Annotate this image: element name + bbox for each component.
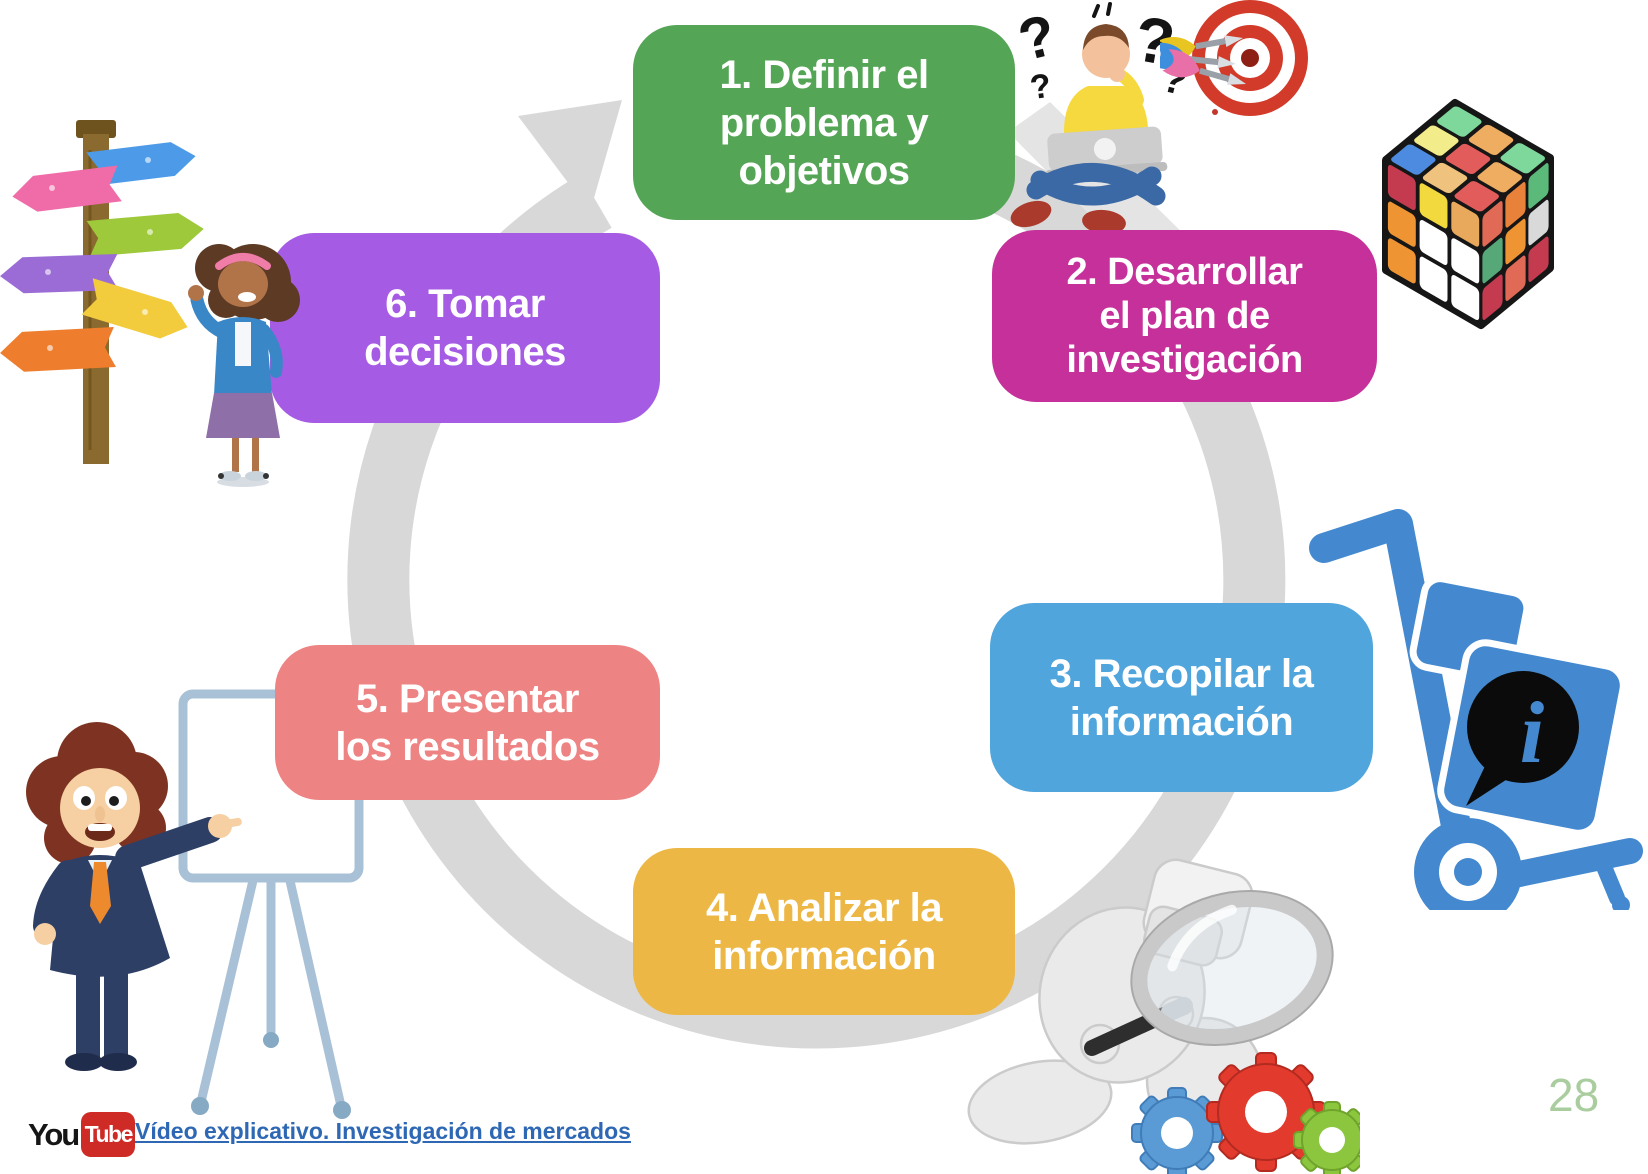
youtube-you-text: You <box>28 1116 80 1152</box>
signpost-arrows-icon <box>0 142 204 372</box>
video-explainer-link[interactable]: Vídeo explicativo. Investigación de merc… <box>135 1118 631 1144</box>
signpost-illustration <box>0 120 300 487</box>
target-icon <box>1192 0 1308 116</box>
magnifier-icon <box>1084 890 1334 1056</box>
hand-truck-info-illustration: i <box>1309 509 1643 910</box>
info-bubble-icon: i <box>1466 671 1579 806</box>
presenter-person-icon <box>26 722 242 1071</box>
page-number: 28 <box>1548 1069 1600 1121</box>
signpost-cap <box>76 120 116 138</box>
svg-text:?: ? <box>1028 67 1054 108</box>
step-box-5: 5. Presentar los resultados <box>275 645 660 800</box>
cube-left-face <box>1387 164 1480 321</box>
step-box-1: 1. Definir el problema y objetivos <box>633 25 1015 220</box>
info-glyph: i <box>1520 685 1545 782</box>
youtube-logo[interactable]: You Tube <box>28 1112 136 1157</box>
easel-feet <box>191 1032 351 1119</box>
step-box-2: 2. Desarrollar el plan de investigación <box>992 230 1377 402</box>
youtube-tube-badge: Tube <box>81 1112 136 1157</box>
dartboard-illustration <box>1160 0 1308 116</box>
thinking-person-illustration: ? ? ? ? <box>1008 2 1200 250</box>
gear-green-icon <box>1293 1101 1360 1174</box>
rubiks-cube-illustration <box>1382 99 1554 329</box>
youtube-tube-text: Tube <box>84 1121 134 1147</box>
person-with-laptop-icon <box>1010 24 1168 235</box>
easel-icon <box>196 867 346 1111</box>
truck-handle <box>1309 509 1473 851</box>
cube-right-face <box>1482 163 1549 321</box>
magnifier-figure-illustration <box>967 858 1360 1174</box>
step-box-6: 6. Tomar decisiones <box>270 233 660 423</box>
gear-blue-icon <box>1131 1087 1223 1174</box>
dart-pink-icon <box>1162 49 1246 85</box>
cube-top-face <box>1391 106 1545 212</box>
step-box-3: 3. Recopilar la información <box>990 603 1373 792</box>
thought-ticks <box>1092 2 1112 18</box>
step-box-4: 4. Analizar la información <box>633 848 1015 1015</box>
deciding-woman-icon <box>188 244 300 487</box>
svg-text:?: ? <box>1012 2 1062 74</box>
cycle-arrowhead-icon <box>518 100 622 212</box>
